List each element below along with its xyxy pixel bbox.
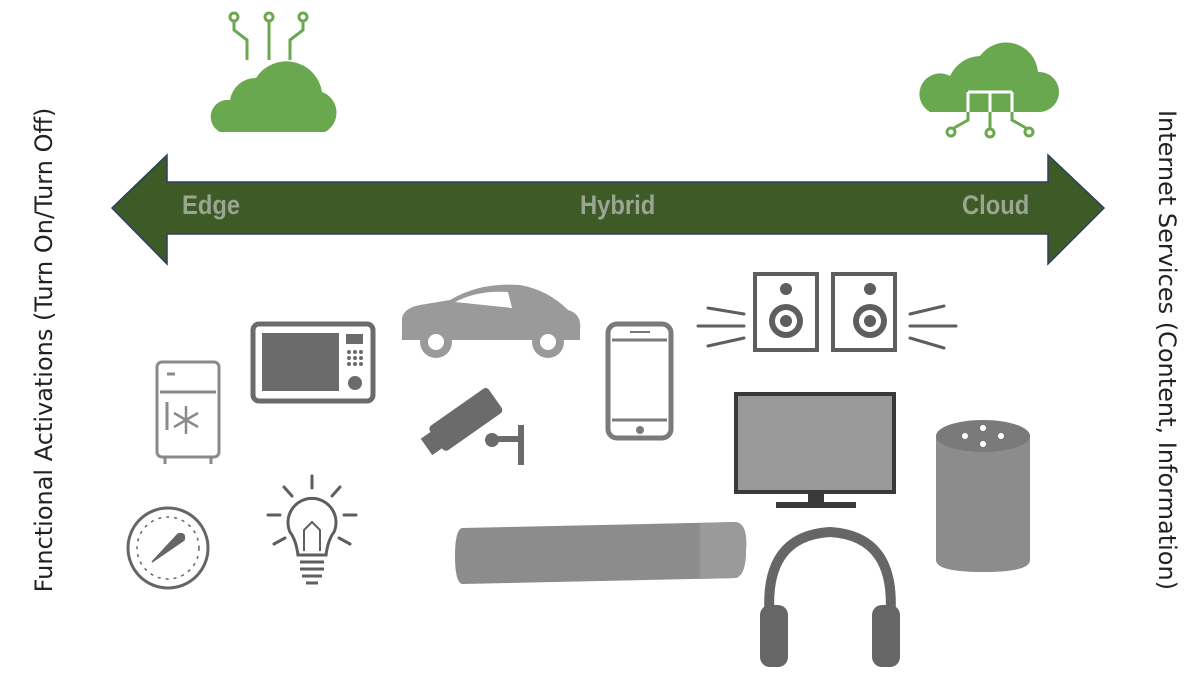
car-icon — [402, 284, 581, 358]
cloud-circuit-icon — [919, 42, 1060, 139]
arrow-label-edge: Edge — [182, 190, 241, 220]
speakers-icon — [696, 272, 958, 352]
smartphone-icon — [605, 321, 674, 441]
soundbar-icon — [455, 522, 747, 584]
headphones-icon — [760, 526, 900, 667]
fridge-icon — [155, 360, 221, 464]
smart-speaker-icon — [936, 420, 1030, 572]
arrow-label-hybrid: Hybrid — [580, 190, 656, 220]
microwave-icon — [250, 321, 376, 404]
tv-icon — [734, 392, 896, 508]
security-camera-icon — [420, 388, 524, 465]
light-bulb-icon — [266, 474, 358, 585]
edge-cloud-icon — [210, 11, 337, 132]
arrow-label-cloud: Cloud — [962, 190, 1030, 220]
thermostat-dial-icon — [126, 506, 210, 590]
edge-cloud-arrow — [110, 153, 1106, 266]
